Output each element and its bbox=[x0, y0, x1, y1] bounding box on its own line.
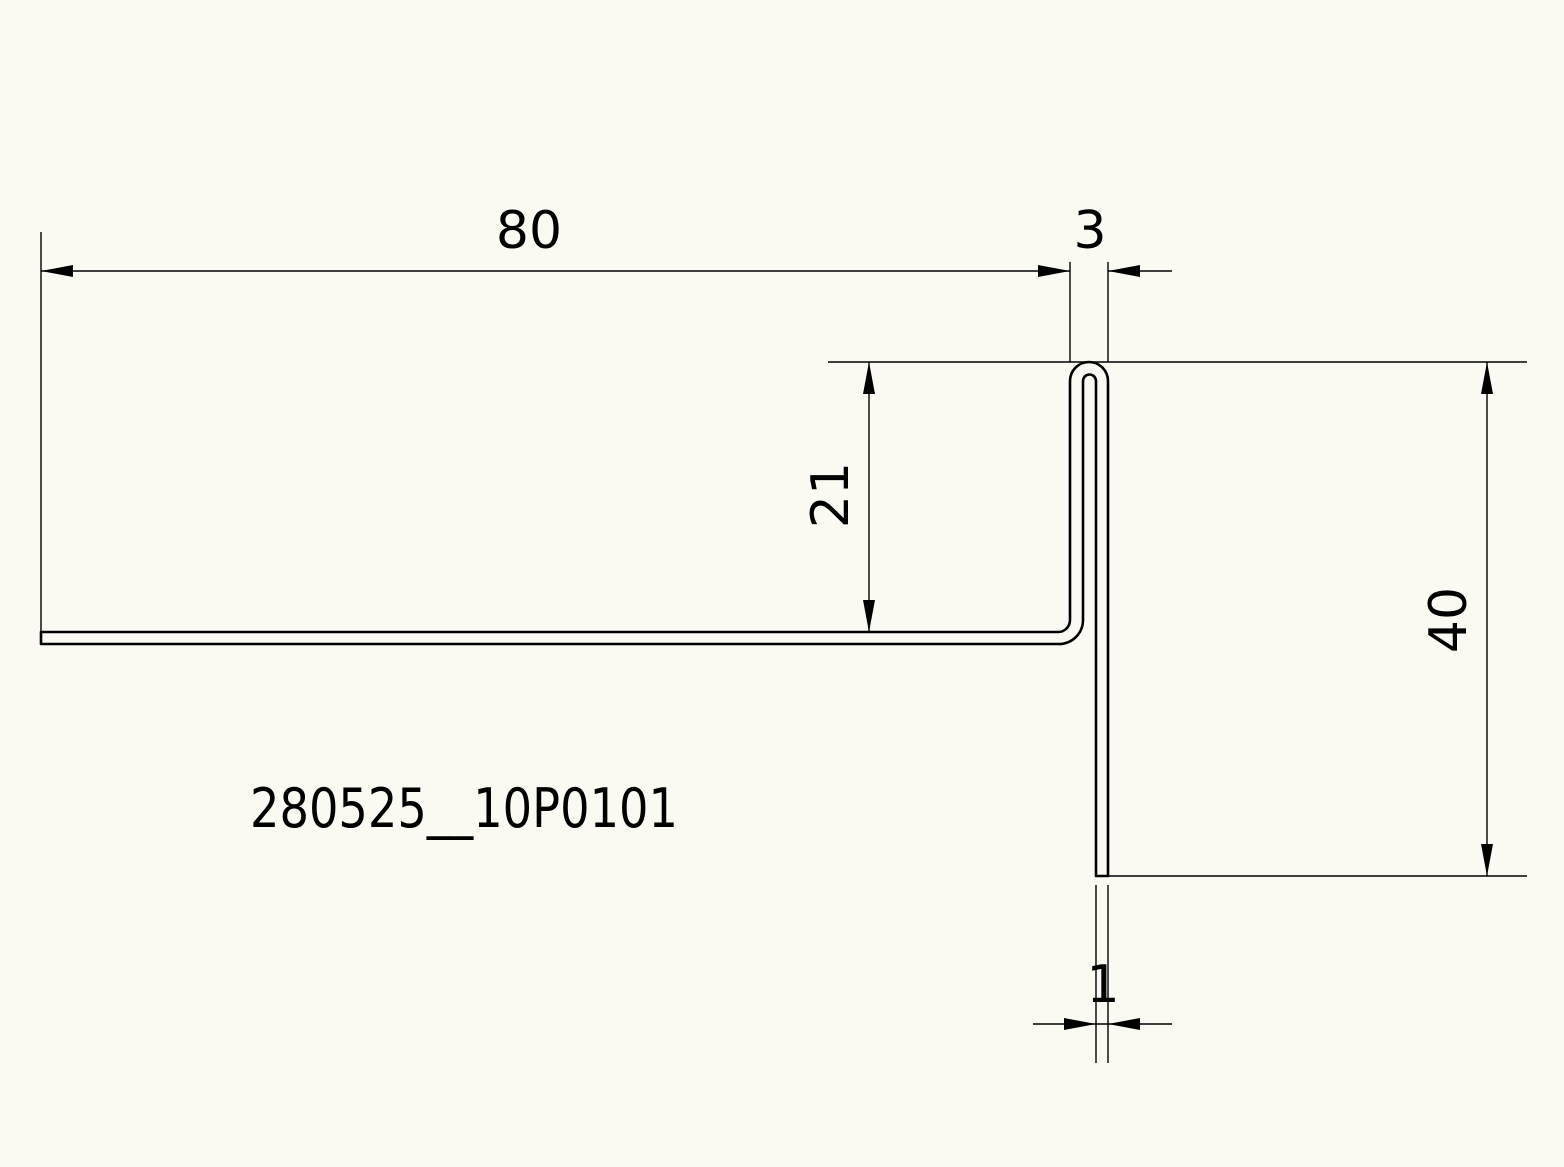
arrow-icon bbox=[1108, 265, 1140, 277]
part-label: 280525__10P0101 bbox=[250, 777, 678, 840]
arrow-icon bbox=[863, 362, 875, 394]
arrow-icon bbox=[1108, 1018, 1140, 1030]
sheet-metal-profile bbox=[39, 360, 1110, 878]
arrow-icon bbox=[1481, 362, 1493, 394]
arrow-icon bbox=[1481, 844, 1493, 876]
arrow-icon bbox=[1038, 265, 1070, 277]
arrow-icon bbox=[1064, 1018, 1096, 1030]
arrow-icon bbox=[41, 265, 73, 277]
dimension-40: 40 bbox=[1108, 362, 1527, 877]
dimension-text: 3 bbox=[1073, 201, 1106, 261]
arrow-icon bbox=[863, 600, 875, 632]
dimension-80: 80 bbox=[40, 201, 1071, 632]
dimension-3: 3 bbox=[1073, 201, 1172, 362]
dimension-text: 40 bbox=[1419, 587, 1479, 653]
dimension-1: 1 bbox=[1033, 885, 1172, 1063]
dimension-text: 21 bbox=[801, 462, 861, 528]
dimension-text: 80 bbox=[496, 201, 562, 261]
dimension-21: 21 bbox=[801, 361, 1527, 632]
dimension-text: 1 bbox=[1086, 955, 1119, 1015]
